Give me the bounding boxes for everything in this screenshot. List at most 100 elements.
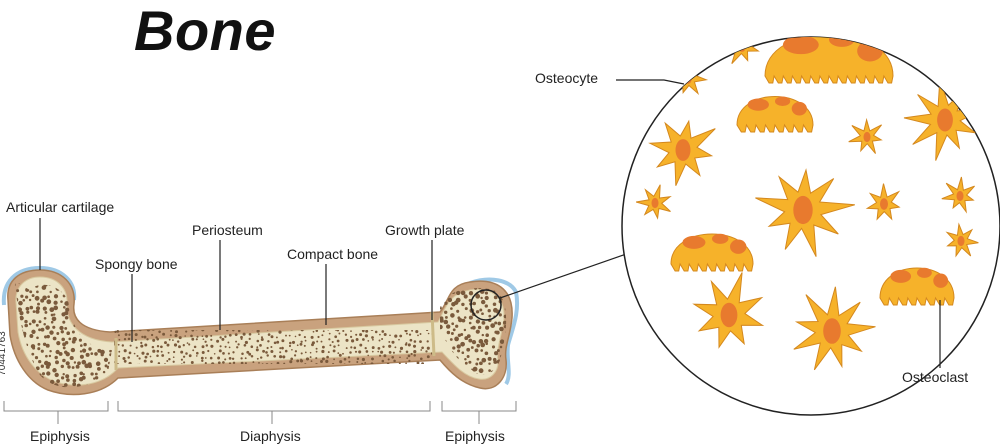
spongy-dot <box>96 282 101 285</box>
spongy-dot <box>35 309 40 314</box>
spongy-dot <box>463 294 468 299</box>
spongy-dot <box>484 304 488 308</box>
spongy-dot <box>416 361 420 364</box>
spongy-dot <box>443 310 448 315</box>
spongy-dot <box>278 330 282 334</box>
spongy-dot <box>267 340 270 343</box>
spongy-dot <box>31 352 35 356</box>
spongy-dot <box>446 288 451 289</box>
spongy-dot <box>480 296 483 300</box>
spongy-dot <box>103 283 109 289</box>
spongy-dot <box>356 357 360 361</box>
spongy-dot <box>49 307 55 313</box>
spongy-dot <box>172 360 175 363</box>
spongy-dot <box>425 350 428 353</box>
spongy-dot <box>18 374 22 378</box>
spongy-dot <box>14 378 18 383</box>
spongy-dot <box>221 337 225 341</box>
spongy-dot <box>365 350 369 353</box>
spongy-dot <box>472 366 478 372</box>
spongy-dot <box>256 330 260 333</box>
spongy-dot <box>184 335 187 337</box>
spongy-dot <box>168 338 171 341</box>
osteoclast-nucleus <box>712 233 729 244</box>
spongy-dot <box>304 363 307 364</box>
spongy-dot <box>200 356 204 360</box>
osteocyte-nucleus <box>880 198 888 210</box>
spongy-dot <box>48 354 52 358</box>
spongy-dot <box>110 319 113 323</box>
spongy-dot <box>388 350 392 354</box>
spongy-dot <box>102 323 108 329</box>
spongy-dot <box>190 334 193 338</box>
spongy-dot <box>371 346 375 350</box>
spongy-dot <box>80 344 83 347</box>
spongy-dot <box>487 309 491 313</box>
spongy-dot <box>60 330 64 334</box>
spongy-dot <box>298 333 301 337</box>
zoom-connector <box>499 251 633 299</box>
spongy-dot <box>150 360 153 363</box>
spongy-dot <box>196 335 199 338</box>
spongy-dot <box>152 349 156 353</box>
spongy-dot <box>53 305 59 311</box>
spongy-dot <box>42 295 47 301</box>
spongy-dot <box>205 334 209 338</box>
spongy-dot <box>106 288 112 294</box>
spongy-dot <box>267 333 271 336</box>
spongy-dot <box>309 356 312 359</box>
spongy-dot <box>460 341 465 347</box>
spongy-dot <box>26 310 30 314</box>
spongy-dot <box>309 351 312 354</box>
spongy-dot <box>95 307 100 312</box>
spongy-dot <box>281 339 285 343</box>
spongy-dot <box>481 357 487 363</box>
spongy-dot <box>180 350 184 354</box>
spongy-dot <box>89 324 93 328</box>
spongy-dot <box>273 341 277 345</box>
spongy-dot <box>44 310 48 314</box>
spongy-dot <box>407 343 411 347</box>
spongy-dot <box>121 344 125 347</box>
osteoclast-nucleus <box>747 98 769 111</box>
spongy-dot <box>452 328 456 332</box>
spongy-dot <box>158 330 161 334</box>
spongy-dot <box>405 350 409 354</box>
spongy-dot <box>342 352 344 355</box>
spongy-dot <box>242 332 246 336</box>
spongy-dot <box>76 304 81 309</box>
label-diaphysis: Diaphysis <box>240 428 301 444</box>
spongy-dot <box>50 320 54 324</box>
spongy-dot <box>210 338 213 341</box>
osteoclast-nucleus <box>775 96 791 106</box>
spongy-dot <box>78 338 82 342</box>
spongy-dot <box>124 330 126 331</box>
spongy-dot <box>25 306 30 311</box>
spongy-dot <box>284 349 288 353</box>
spongy-dot <box>248 352 252 356</box>
spongy-dot <box>117 334 120 337</box>
spongy-dot <box>222 352 225 355</box>
spongy-dot <box>288 344 292 348</box>
spongy-dot <box>78 317 82 320</box>
spongy-dot <box>123 359 127 363</box>
spongy-dot <box>405 362 407 364</box>
spongy-dot <box>270 363 273 364</box>
spongy-dot <box>60 376 65 380</box>
spongy-dot <box>38 391 41 394</box>
spongy-dot <box>499 326 504 332</box>
spongy-dot <box>451 322 455 326</box>
spongy-dot <box>315 363 318 364</box>
spongy-dot <box>190 361 194 364</box>
spongy-dot <box>99 295 105 300</box>
spongy-dot <box>476 343 480 348</box>
spongy-dot <box>244 340 248 345</box>
spongy-dot <box>127 337 131 341</box>
spongy-dot <box>95 361 101 367</box>
spongy-dot <box>43 316 47 320</box>
spongy-dot <box>31 294 35 298</box>
spongy-dot <box>327 351 330 354</box>
spongy-dot <box>404 330 408 333</box>
spongy-dot <box>409 338 413 342</box>
spongy-dot <box>64 311 69 316</box>
